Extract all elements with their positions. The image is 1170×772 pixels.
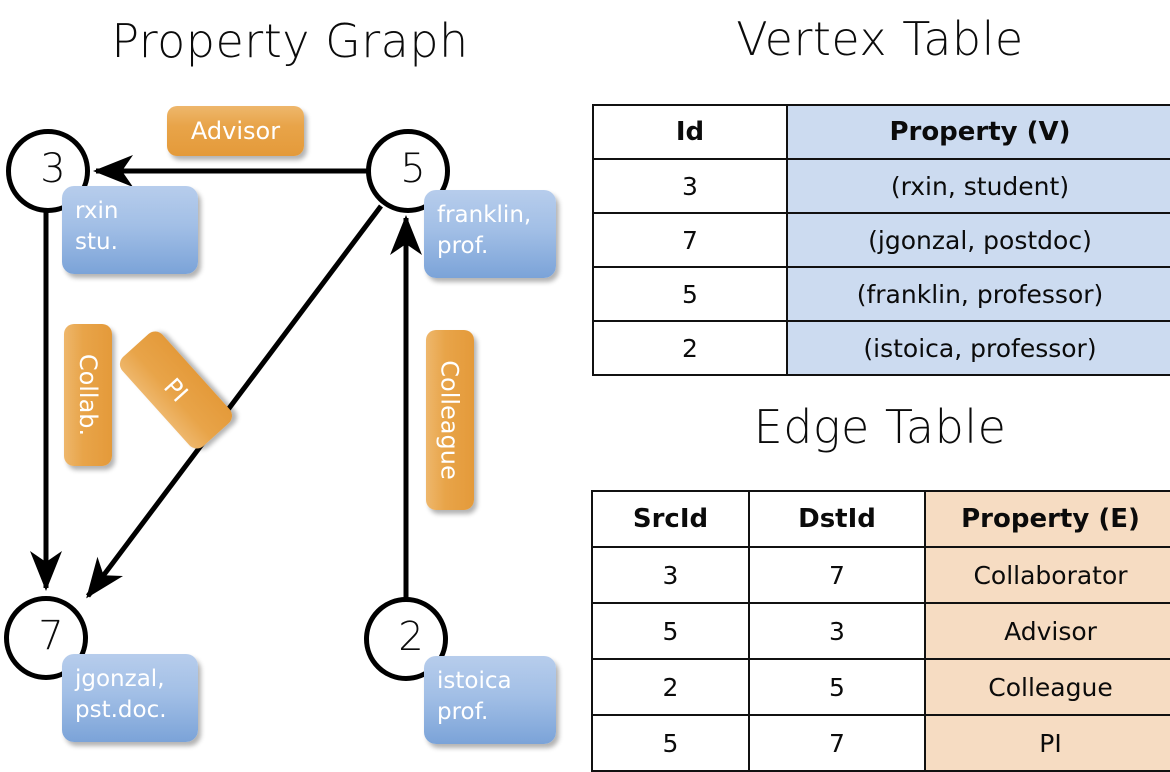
- edge-label-colleague[interactable]: Colleague: [426, 330, 474, 510]
- property-box-vertex-2[interactable]: istoica prof.: [424, 656, 556, 744]
- table-row[interactable]: 5 (franklin, professor): [592, 266, 1170, 322]
- table-row[interactable]: 3 7 Collaborator: [591, 546, 1170, 604]
- vertex-table-cell-property: (rxin, student): [786, 158, 1170, 214]
- edge-table-header-srcid: SrcId: [591, 490, 750, 548]
- property-box-vertex-3-line2: stu.: [75, 229, 118, 256]
- edge-table-cell-property: PI: [924, 714, 1170, 772]
- page-title-property-graph: Property Graph: [111, 14, 469, 68]
- vertex-node-7-id: 7: [38, 613, 64, 659]
- edge-table: SrcId DstId Property (E) 3 7 Collaborato…: [591, 490, 1170, 772]
- vertex-node-3-id: 3: [40, 146, 66, 192]
- vertex-table-header-row: Id Property (V): [592, 104, 1170, 160]
- edge-table-cell-dstid: 7: [748, 714, 926, 772]
- edge-label-collab-text: Collab.: [74, 353, 103, 437]
- edge-label-collab[interactable]: Collab.: [64, 324, 112, 466]
- vertex-node-2[interactable]: 2: [364, 597, 448, 681]
- edge-table-header-row: SrcId DstId Property (E): [591, 490, 1170, 548]
- property-box-vertex-7-line2: pst.doc.: [75, 697, 167, 724]
- edge-label-advisor[interactable]: Advisor: [167, 106, 304, 156]
- edge-table-cell-property: Advisor: [924, 602, 1170, 660]
- vertex-node-2-id: 2: [398, 614, 424, 660]
- graph-edges-svg: [30, 155, 422, 600]
- table-row[interactable]: 2 5 Colleague: [591, 658, 1170, 716]
- edge-5-to-7-pi: [86, 204, 383, 599]
- edge-table-header-dstid: DstId: [748, 490, 926, 548]
- property-box-vertex-2-line1: istoica: [437, 668, 512, 694]
- vertex-table-cell-property: (jgonzal, postdoc): [786, 212, 1170, 268]
- table-row[interactable]: 5 7 PI: [591, 714, 1170, 772]
- vertex-table-header-property: Property (V): [786, 104, 1170, 160]
- edge-table-cell-property: Collaborator: [924, 546, 1170, 604]
- table-row[interactable]: 3 (rxin, student): [592, 158, 1170, 214]
- property-box-vertex-3-line1: rxin: [75, 198, 119, 224]
- vertex-table-header-id: Id: [592, 104, 788, 160]
- vertex-table-cell-id: 2: [592, 320, 788, 376]
- vertex-node-5[interactable]: 5: [366, 129, 450, 213]
- page-title-edge-table: Edge Table: [753, 400, 1007, 454]
- table-row[interactable]: 7 (jgonzal, postdoc): [592, 212, 1170, 268]
- edge-table-cell-srcid: 5: [591, 602, 750, 660]
- vertex-table-cell-id: 3: [592, 158, 788, 214]
- vertex-node-5-id: 5: [400, 146, 426, 192]
- edge-table-cell-dstid: 3: [748, 602, 926, 660]
- edge-table-cell-srcid: 5: [591, 714, 750, 772]
- edge-table-cell-dstid: 5: [748, 658, 926, 716]
- edge-table-cell-srcid: 2: [591, 658, 750, 716]
- vertex-table-cell-id: 5: [592, 266, 788, 322]
- table-row[interactable]: 2 (istoica, professor): [592, 320, 1170, 376]
- vertex-table: Id Property (V) 3 (rxin, student) 7 (jgo…: [592, 104, 1170, 376]
- property-box-vertex-5-line1: franklin,: [437, 202, 532, 228]
- property-box-vertex-5[interactable]: franklin, prof.: [424, 190, 556, 278]
- property-box-vertex-7[interactable]: jgonzal, pst.doc.: [62, 654, 198, 742]
- property-box-vertex-2-line2: prof.: [437, 699, 489, 726]
- edge-table-cell-srcid: 3: [591, 546, 750, 604]
- edge-table-cell-property: Colleague: [924, 658, 1170, 716]
- property-graph-diagram: 3 5 7 2 rxin stu. franklin, prof. jgonza…: [0, 0, 585, 760]
- table-row[interactable]: 5 3 Advisor: [591, 602, 1170, 660]
- property-box-vertex-7-line1: jgonzal,: [75, 666, 165, 692]
- vertex-table-cell-property: (istoica, professor): [786, 320, 1170, 376]
- edge-label-pi-text: PI: [158, 372, 194, 408]
- property-box-vertex-3[interactable]: rxin stu.: [62, 186, 198, 274]
- page-title-vertex-table: Vertex Table: [736, 12, 1024, 66]
- edge-table-header-property: Property (E): [924, 490, 1170, 548]
- edge-label-colleague-text: Colleague: [436, 360, 464, 480]
- edge-label-advisor-text: Advisor: [190, 117, 281, 145]
- property-box-vertex-5-line2: prof.: [437, 233, 489, 260]
- vertex-table-cell-id: 7: [592, 212, 788, 268]
- edge-table-cell-dstid: 7: [748, 546, 926, 604]
- vertex-table-cell-property: (franklin, professor): [786, 266, 1170, 322]
